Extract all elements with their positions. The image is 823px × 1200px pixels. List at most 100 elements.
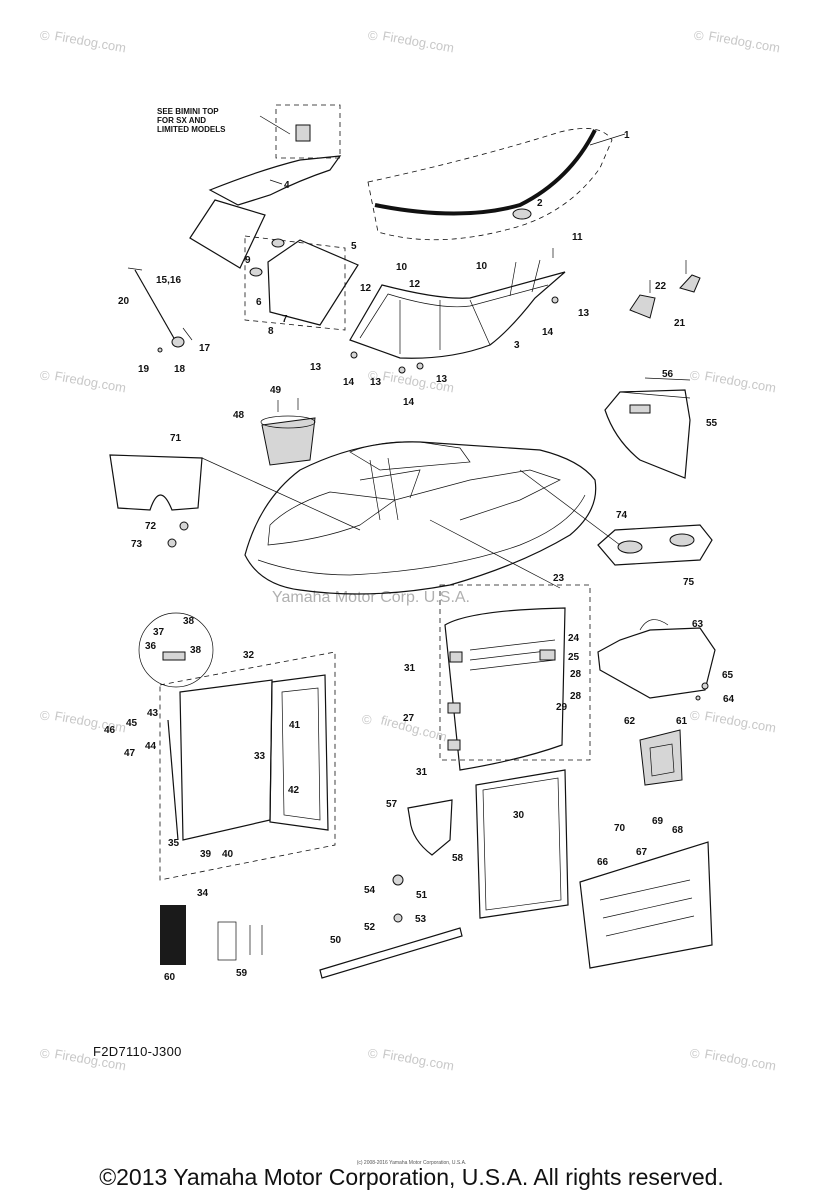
callout-13: 13 [436,374,448,385]
watermark-symbol: © [40,708,50,723]
callout-10: 10 [396,262,408,273]
watermark-symbol: © [690,708,700,723]
part-cover [367,128,626,241]
callout-67: 67 [636,847,648,858]
callout-14: 14 [343,377,355,388]
part-vent [639,729,683,786]
part-board [579,841,713,969]
callout-39: 39 [200,849,212,860]
callout-61: 61 [676,716,688,727]
watermark-symbol: © [40,368,50,383]
part-seat [597,619,716,701]
part-windshield [349,248,566,374]
callout-13: 13 [370,377,382,388]
part-hinge [629,260,701,319]
watermark: Firedog.com [703,368,777,395]
callout-74: 74 [616,510,628,521]
callout-46: 46 [104,725,116,736]
callout-2: 2 [537,198,543,209]
part-mat [109,454,361,548]
part-rail [319,874,463,979]
callout-38: 38 [183,616,195,627]
watermark: Firedog.com [703,708,777,735]
bimini-note-line: FOR SX AND [157,116,206,125]
callout-15-16: 15,16 [156,275,181,286]
callout-17: 17 [199,343,211,354]
callout-9: 9 [245,255,251,266]
watermark-symbol: © [368,368,378,383]
watermark: Firedog.com [381,1046,455,1073]
callout-50: 50 [330,935,342,946]
callout-27: 27 [403,713,415,724]
part-cup-holder [407,799,453,856]
copyright-notice: ©2013 Yamaha Motor Corporation, U.S.A. A… [99,1164,724,1190]
callout-65: 65 [722,670,734,681]
callout-1: 1 [624,130,630,141]
callout-58: 58 [452,853,464,864]
callout-62: 62 [624,716,636,727]
callout-41: 41 [289,720,301,731]
watermark-symbol: © [690,1046,700,1061]
callout-6: 6 [256,297,262,308]
part-storage-door [138,612,336,881]
embedded-watermark: Yamaha Motor Corp. U.S.A. [272,589,470,606]
part-strut [127,267,193,353]
watermark: Firedog.com [381,28,455,55]
callout-53: 53 [415,914,427,925]
watermarks: © Firedog.com © Firedog.com © Firedog.co… [40,28,781,1074]
callout-54: 54 [364,885,376,896]
callout-55: 55 [706,418,718,429]
bimini-detail-box [275,104,341,159]
watermark-symbol: © [368,1046,378,1061]
part-frame [475,769,569,919]
callout-73: 73 [131,539,143,550]
callout-7: 7 [282,314,288,325]
part-window [244,235,359,331]
part-storage-bin [260,398,316,466]
callout-13: 13 [310,362,322,373]
callout-18: 18 [174,364,186,375]
bimini-note-line: LIMITED MODELS [157,125,226,134]
callout-56: 56 [662,369,674,380]
part-hull [244,441,621,595]
callout-49: 49 [270,385,282,396]
callout-32: 32 [243,650,255,661]
callout-42: 42 [288,785,300,796]
callout-36: 36 [145,641,157,652]
callout-29: 29 [556,702,568,713]
watermark-symbol: © [694,28,704,43]
callout-34: 34 [197,888,209,899]
callout-5: 5 [351,241,357,252]
callout-24: 24 [568,633,580,644]
part-cushion [597,524,713,566]
micro-copyright: (c) 2008-2016 Yamaha Motor Corporation, … [356,1160,467,1166]
callout-12: 12 [409,279,421,290]
watermark: Firedog.com [707,28,781,55]
callout-43: 43 [147,708,159,719]
callout-14: 14 [403,397,415,408]
callout-45: 45 [126,718,138,729]
callout-4: 4 [284,180,290,191]
callout-31: 31 [404,663,416,674]
callout-71: 71 [170,433,182,444]
callout-63: 63 [692,619,704,630]
callout-30: 30 [513,810,525,821]
watermark-symbol: © [40,1046,50,1061]
part-mat-small [160,905,263,965]
callout-3: 3 [514,340,520,351]
bimini-bracket [295,124,311,142]
callout-57: 57 [386,799,398,810]
callout-22: 22 [655,281,667,292]
callout-35: 35 [168,838,180,849]
callout-28: 28 [570,669,582,680]
callout-75: 75 [683,577,695,588]
callout-21: 21 [674,318,686,329]
callout-64: 64 [723,694,735,705]
callout-28: 28 [570,691,582,702]
watermark: Firedog.com [703,1046,777,1073]
part-door-panel [439,584,591,771]
callout-19: 19 [138,364,150,375]
callout-72: 72 [145,521,157,532]
callout-8: 8 [268,326,274,337]
